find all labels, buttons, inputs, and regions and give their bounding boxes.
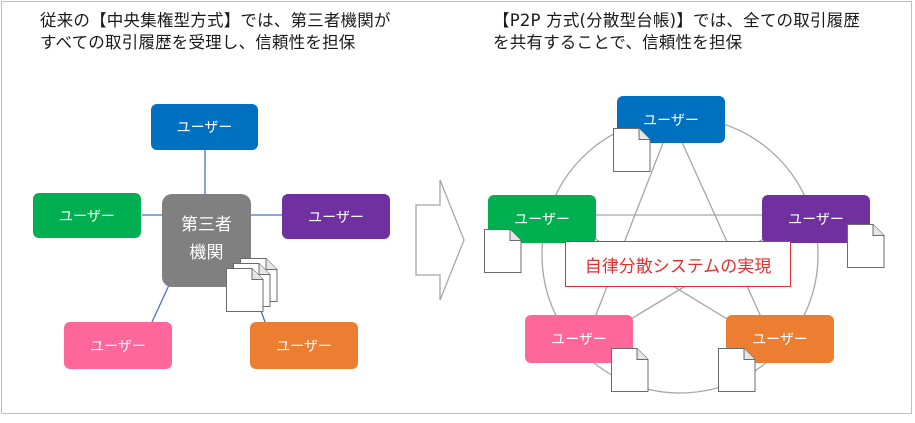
network-pentagram — [553, 118, 806, 350]
document-icon — [484, 229, 522, 273]
user-label: ユーザー — [59, 208, 115, 225]
user-node-right: ユーザー — [282, 194, 390, 239]
right-heading-line1: 【P2P 方式(分散型台帳)】では、全ての取引履歴 — [493, 11, 861, 30]
document-icon — [718, 348, 756, 392]
user-label: ユーザー — [276, 338, 332, 355]
right-heading: 【P2P 方式(分散型台帳)】では、全ての取引履歴 を共有することで、信頼性を担… — [493, 10, 860, 54]
third-party-line1: 第三者 — [181, 215, 232, 235]
autonomous-system-callout: 自律分散システムの実現 — [565, 241, 791, 287]
third-party-node: 第三者 機関 — [162, 194, 251, 287]
user-label: ユーザー — [752, 332, 808, 348]
user-node-bottom-left: ユーザー — [64, 322, 172, 369]
document-icon — [613, 128, 651, 172]
left-heading-line1: 従来の【中央集権型方式】では、第三者機関が — [40, 11, 391, 30]
connector-bottom-left — [151, 282, 171, 323]
user-label: ユーザー — [551, 332, 607, 348]
document-icon — [611, 348, 649, 392]
left-heading: 従来の【中央集権型方式】では、第三者機関が すべての取引履歴を受理し、信頼性を担… — [40, 10, 391, 54]
third-party-line2: 機関 — [189, 243, 224, 263]
p2p-user-node-left: ユーザー — [488, 195, 596, 243]
user-label: ユーザー — [514, 212, 570, 228]
user-node-top: ユーザー — [151, 104, 258, 150]
user-label: ユーザー — [788, 212, 844, 228]
left-heading-line2: すべての取引履歴を受理し、信頼性を担保 — [40, 33, 356, 52]
user-label: ユーザー — [308, 209, 364, 226]
right-arrow-icon — [415, 179, 465, 301]
user-node-bottom-right: ユーザー — [250, 322, 358, 369]
user-label: ユーザー — [90, 338, 146, 355]
right-heading-line2: を共有することで、信頼性を担保 — [493, 33, 743, 52]
diagram-frame — [1, 1, 912, 414]
document-icon — [847, 224, 885, 268]
document-icon — [226, 268, 264, 312]
user-label: ユーザー — [176, 120, 233, 136]
user-node-left: ユーザー — [33, 193, 141, 238]
user-label: ユーザー — [643, 112, 699, 129]
